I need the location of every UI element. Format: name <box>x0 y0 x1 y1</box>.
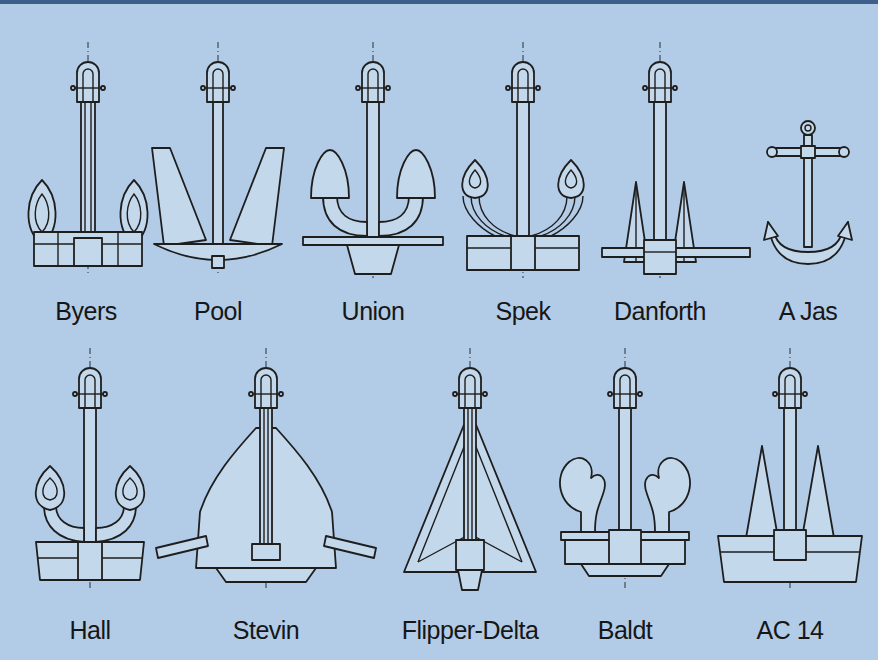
anchor-name: Spek <box>496 297 551 326</box>
anchor-name: Flipper-Delta <box>402 616 539 645</box>
anchor-name: Pool <box>194 297 242 326</box>
spek-anchor <box>462 42 584 278</box>
anchor-name: Byers <box>55 297 116 326</box>
byers-anchor <box>28 42 147 275</box>
baldt-anchor <box>560 348 690 588</box>
stevin-anchor <box>156 348 376 588</box>
danforth-anchor <box>602 42 750 278</box>
anchor-name: Union <box>342 297 405 326</box>
anchor-name: Baldt <box>598 616 652 645</box>
anchor-name: A Jas <box>779 297 838 326</box>
a-jas-anchor <box>764 121 852 264</box>
top-border <box>0 0 878 4</box>
ac14-anchor <box>718 348 862 588</box>
anchor-name: Stevin <box>233 616 299 645</box>
flipper-delta-anchor <box>404 348 536 590</box>
anchor-name: Hall <box>69 616 110 645</box>
pool-anchor <box>152 42 284 275</box>
anchor-name: Danforth <box>614 297 706 326</box>
anchor-name: AC 14 <box>757 616 824 645</box>
hall-anchor <box>36 348 145 588</box>
union-anchor <box>303 42 443 278</box>
